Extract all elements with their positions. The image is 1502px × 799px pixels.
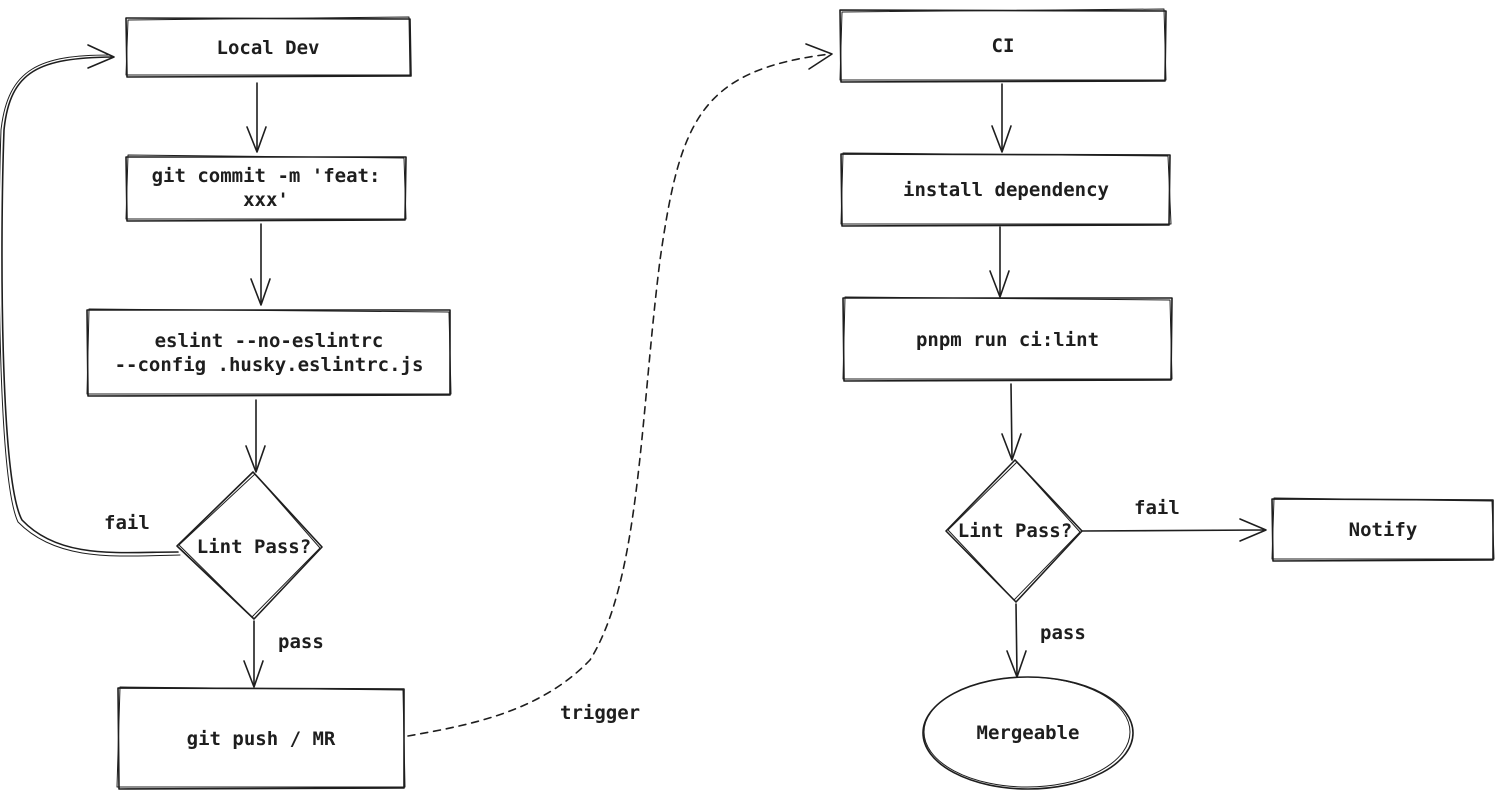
lint-pass-local-label: Lint Pass? xyxy=(196,536,312,558)
git-commit-label: git commit -m 'feat: xxx' xyxy=(151,165,381,211)
mergeable-label: Mergeable xyxy=(976,722,1080,744)
eslint-label: eslint --no-eslintrc --config .husky.esl… xyxy=(114,330,424,376)
install-box xyxy=(840,152,1172,227)
mergeable-ellipse xyxy=(922,676,1134,790)
fail-ci-label: fail xyxy=(1134,497,1180,519)
eslint-box xyxy=(86,308,452,397)
arrow-trigger xyxy=(407,43,833,737)
arrow-commit-to-eslint xyxy=(250,223,271,306)
arrow-lint-to-mergeable xyxy=(1006,603,1027,678)
lint-pass-ci-diamond xyxy=(945,459,1083,603)
arrow-install-to-pnpm xyxy=(989,226,1010,298)
arrow-ci-to-install xyxy=(991,83,1012,153)
notify-label: Notify xyxy=(1348,519,1418,541)
ci-label: CI xyxy=(991,35,1015,57)
pass-local-label: pass xyxy=(278,631,324,653)
notify-box xyxy=(1271,497,1495,562)
local-dev-label: Local Dev xyxy=(216,37,320,59)
arrow-lint-to-notify xyxy=(1081,518,1267,542)
pass-ci-label: pass xyxy=(1040,622,1086,644)
pnpm-label: pnpm run ci:lint xyxy=(915,329,1100,351)
arrow-fail-loop xyxy=(0,44,181,557)
pnpm-box xyxy=(842,296,1173,382)
local-dev-box xyxy=(125,16,412,78)
git-push-box xyxy=(116,686,406,790)
arrow-local-dev-to-commit xyxy=(246,82,267,153)
git-commit-box xyxy=(125,154,407,222)
arrow-pnpm-to-lint xyxy=(1001,383,1022,461)
git-push-label: git push / MR xyxy=(186,728,336,750)
trigger-label: trigger xyxy=(560,702,641,724)
arrow-lint-to-push xyxy=(243,620,264,688)
lint-pass-ci-label: Lint Pass? xyxy=(957,520,1073,542)
fail-local-label: fail xyxy=(104,512,150,534)
arrow-eslint-to-lint xyxy=(245,399,266,473)
lint-pass-local-diamond xyxy=(176,471,323,620)
ci-box xyxy=(839,8,1167,83)
install-label: install dependency xyxy=(903,179,1109,201)
